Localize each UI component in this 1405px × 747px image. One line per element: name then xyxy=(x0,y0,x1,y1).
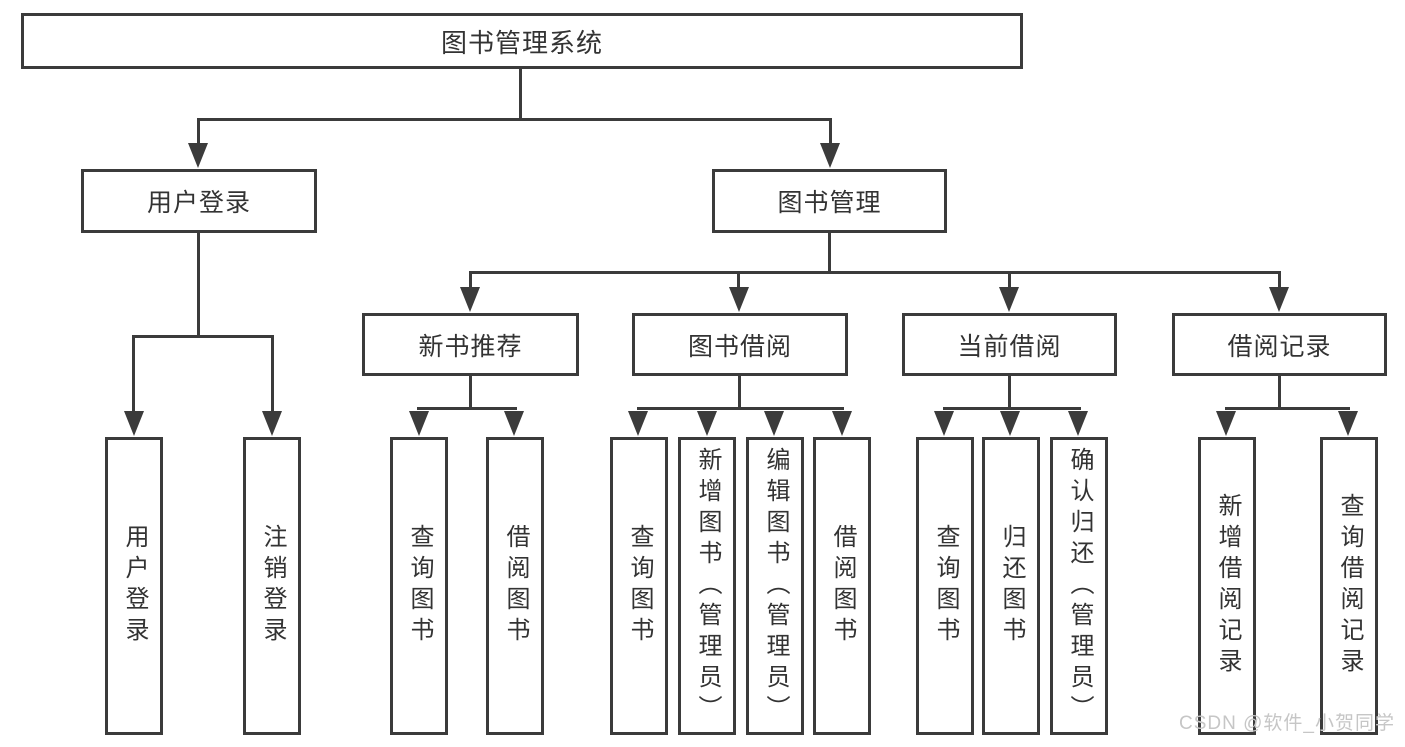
connector-line xyxy=(197,121,200,149)
node-label: 借阅记录 xyxy=(1227,332,1332,361)
arrow-down-icon xyxy=(504,411,524,436)
node-label: 用户登录 xyxy=(146,189,251,217)
connector-line xyxy=(737,274,740,290)
leaf-label: 查询图书 xyxy=(932,524,959,648)
node-new-book-recommend: 新书推荐 xyxy=(362,313,579,376)
leaf-add-books-admin: 新增图书（管理员） xyxy=(678,437,736,735)
leaf-confirm-return-admin: 确认归还（管理员） xyxy=(1050,437,1108,735)
arrow-down-icon xyxy=(832,411,852,436)
arrow-down-icon xyxy=(628,411,648,436)
connector-line xyxy=(132,335,274,338)
connector-line xyxy=(637,407,844,410)
arrow-down-icon xyxy=(934,411,954,436)
leaf-label: 新增借阅记录 xyxy=(1214,493,1241,679)
connector-line xyxy=(197,233,200,337)
leaf-label: 借阅图书 xyxy=(829,524,856,648)
arrow-down-icon xyxy=(460,287,480,312)
arrow-down-icon xyxy=(1216,411,1236,436)
connector-line xyxy=(132,338,135,416)
leaf-label: 编辑图书（管理员） xyxy=(762,446,789,726)
arrow-down-icon xyxy=(188,143,208,168)
node-label: 图书管理系统 xyxy=(440,27,603,58)
connector-line xyxy=(469,274,472,290)
node-label: 图书借阅 xyxy=(687,332,792,361)
leaf-label: 查询图书 xyxy=(406,524,433,648)
arrow-down-icon xyxy=(1068,411,1088,436)
connector-line xyxy=(1278,376,1281,410)
leaf-return-books: 归还图书 xyxy=(982,437,1040,735)
arrow-down-icon xyxy=(1000,411,1020,436)
node-user-login: 用户登录 xyxy=(81,169,317,233)
connector-line xyxy=(1008,274,1011,290)
connector-line xyxy=(519,69,522,121)
node-current-borrow: 当前借阅 xyxy=(902,313,1117,376)
connector-line xyxy=(738,376,741,410)
leaf-logout: 注销登录 xyxy=(243,437,301,735)
arrow-down-icon xyxy=(729,287,749,312)
connector-line xyxy=(1278,274,1281,290)
connector-line xyxy=(469,376,472,410)
leaf-label: 归还图书 xyxy=(998,524,1025,648)
node-root: 图书管理系统 xyxy=(21,13,1023,69)
arrow-down-icon xyxy=(764,411,784,436)
leaf-label: 查询借阅记录 xyxy=(1336,493,1363,679)
node-label: 新书推荐 xyxy=(418,332,523,361)
arrow-down-icon xyxy=(1338,411,1358,436)
arrow-down-icon xyxy=(999,287,1019,312)
connector-line xyxy=(828,233,831,273)
node-label: 当前借阅 xyxy=(957,332,1062,361)
leaf-edit-books-admin: 编辑图书（管理员） xyxy=(746,437,804,735)
node-book-borrow: 图书借阅 xyxy=(632,313,848,376)
connector-line xyxy=(829,121,832,149)
leaf-label: 借阅图书 xyxy=(502,524,529,648)
node-book-management: 图书管理 xyxy=(712,169,947,233)
leaf-add-borrow-record: 新增借阅记录 xyxy=(1198,437,1256,735)
connector-line xyxy=(417,407,517,410)
node-borrow-records: 借阅记录 xyxy=(1172,313,1387,376)
csdn-watermark: CSDN @软件_小贺同学 xyxy=(1179,713,1395,734)
leaf-query-books-recommend: 查询图书 xyxy=(390,437,448,735)
connector-line xyxy=(1225,407,1350,410)
leaf-label: 新增图书（管理员） xyxy=(694,446,721,726)
leaf-label: 用户登录 xyxy=(121,524,148,648)
arrow-down-icon xyxy=(697,411,717,436)
leaf-label: 注销登录 xyxy=(259,524,286,648)
leaf-query-books-current: 查询图书 xyxy=(916,437,974,735)
arrow-down-icon xyxy=(409,411,429,436)
arrow-down-icon xyxy=(262,411,282,436)
node-label: 图书管理 xyxy=(777,189,882,217)
connector-line xyxy=(943,407,1081,410)
arrow-down-icon xyxy=(124,411,144,436)
leaf-borrow-books-recommend: 借阅图书 xyxy=(486,437,544,735)
leaf-user-login: 用户登录 xyxy=(105,437,163,735)
connector-line xyxy=(197,118,832,121)
leaf-label: 查询图书 xyxy=(626,524,653,648)
connector-line xyxy=(271,338,274,416)
leaf-label: 确认归还（管理员） xyxy=(1066,446,1093,726)
connector-line xyxy=(469,271,1281,274)
leaf-borrow-books: 借阅图书 xyxy=(813,437,871,735)
leaf-query-borrow-record: 查询借阅记录 xyxy=(1320,437,1378,735)
arrow-down-icon xyxy=(820,143,840,168)
leaf-query-books-borrow: 查询图书 xyxy=(610,437,668,735)
connector-line xyxy=(1008,376,1011,410)
arrow-down-icon xyxy=(1269,287,1289,312)
